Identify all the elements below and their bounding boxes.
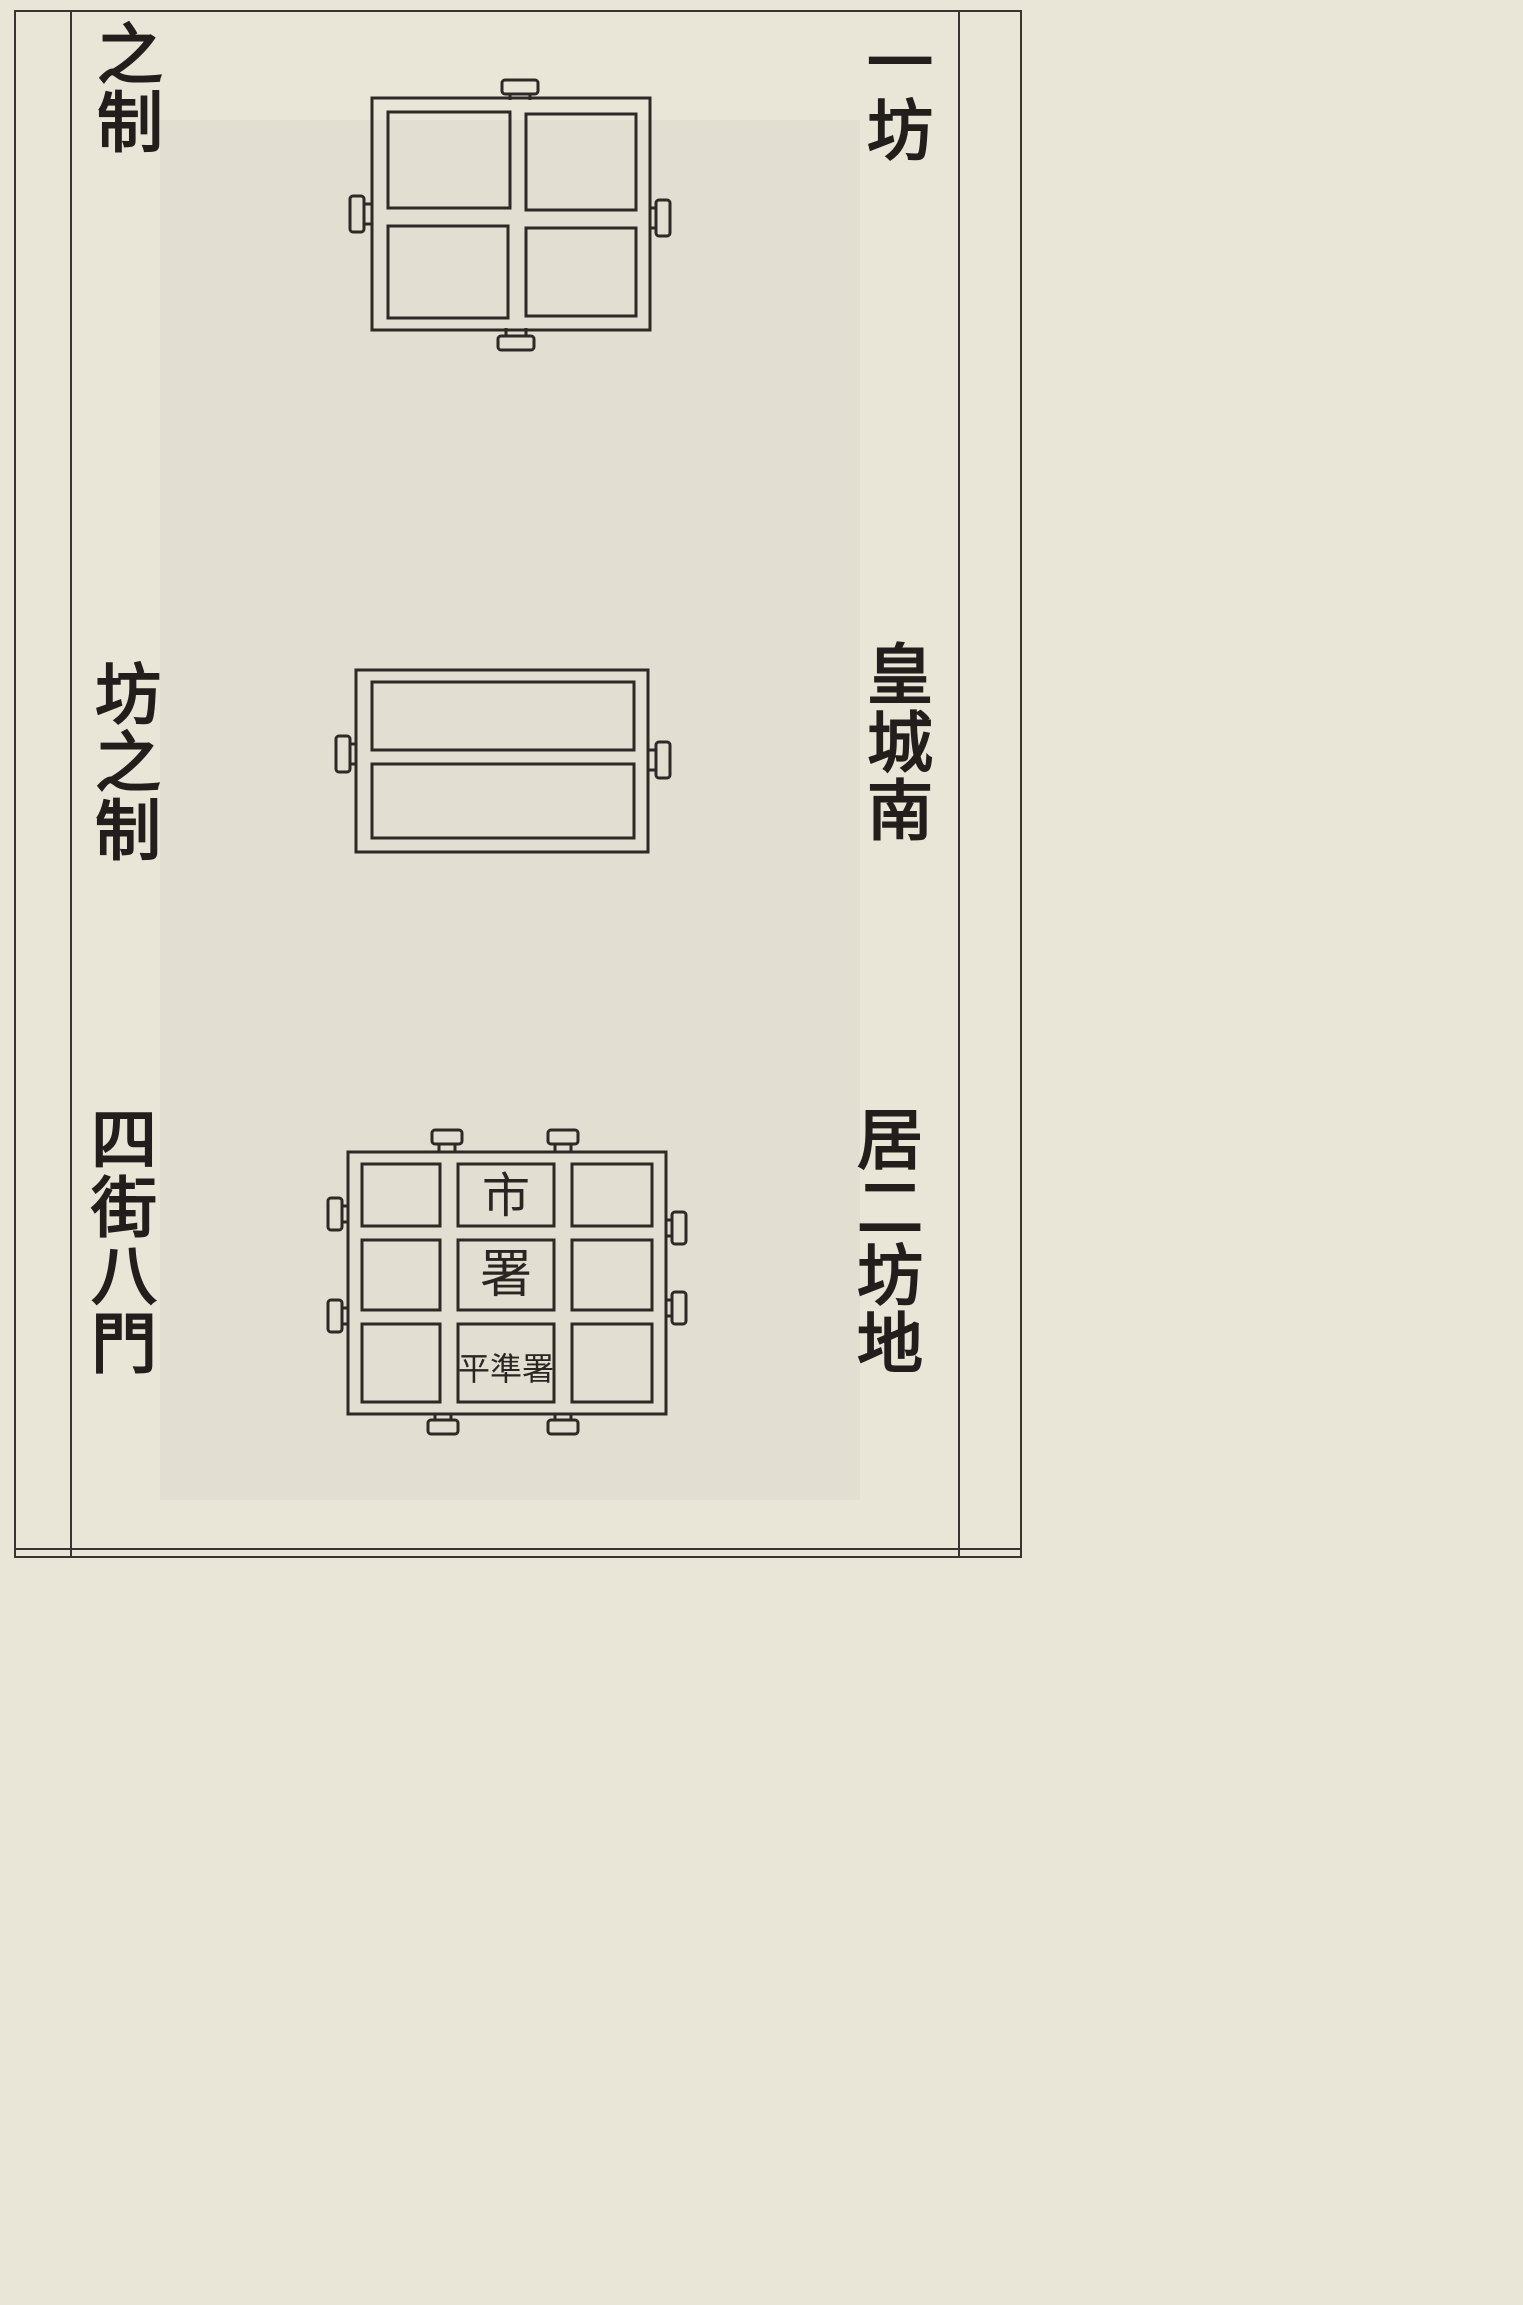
block-r1c1 (360, 1162, 442, 1228)
right-heading: 一坊 (856, 28, 934, 164)
block-r2c3 (570, 1238, 654, 1312)
bottom-rule (14, 1548, 1022, 1550)
gate-east-icon (648, 740, 672, 780)
gate-east-upper-icon (666, 1210, 688, 1246)
block-r1c2 (456, 1162, 556, 1228)
market-label-pingzhun-office: 平準署 (458, 1350, 554, 1388)
block-r3c1 (360, 1322, 442, 1404)
gate-south-icon (496, 328, 536, 352)
row-upper (370, 680, 636, 752)
gate-east-lower-icon (666, 1290, 688, 1326)
quadrant-top-right (524, 112, 638, 212)
block-r1c3 (570, 1162, 654, 1228)
gate-east-icon (650, 198, 672, 238)
gate-north-left-icon (430, 1128, 464, 1152)
market-outer-wall (346, 1150, 668, 1416)
gate-west-upper-icon (326, 1196, 348, 1232)
gate-north-icon (500, 78, 540, 100)
left-text-system: 之制 (86, 20, 164, 156)
block-r2c2 (456, 1238, 556, 1312)
quadrant-bottom-left (386, 224, 510, 320)
ward-diagram-four-quadrants (348, 78, 672, 352)
ward-outer-wall (354, 668, 650, 854)
gate-north-right-icon (546, 1128, 580, 1152)
quadrant-bottom-right (524, 226, 638, 318)
block-r3c2 (456, 1322, 556, 1404)
market-label-market: 市 (482, 1168, 530, 1224)
left-text-four-streets-eight-gates: 四街八門 (80, 1105, 158, 1377)
right-text-imperial-city: 皇城南 (856, 640, 934, 844)
block-r3c3 (570, 1322, 654, 1404)
ward-diagram-two-rows (334, 668, 672, 854)
gate-south-left-icon (426, 1414, 460, 1436)
row-lower (370, 762, 636, 840)
right-inner-rule (958, 10, 960, 1558)
gate-west-icon (334, 734, 356, 774)
right-text-two-wards: 居二坊地 (846, 1105, 924, 1377)
gate-west-icon (348, 194, 372, 234)
gate-west-lower-icon (326, 1298, 348, 1334)
page-outer-border (14, 10, 1022, 1558)
quadrant-top-left (386, 110, 512, 210)
market-diagram-nine-blocks: 市 署 平準署 (326, 1128, 688, 1436)
left-inner-rule (70, 10, 72, 1558)
left-text-ward-system: 坊之制 (84, 660, 162, 864)
block-r2c1 (360, 1238, 442, 1312)
book-page: 一坊 皇城南 居二坊地 之制 坊之制 四街八門 (0, 0, 1036, 1568)
market-label-office: 署 (480, 1245, 532, 1305)
gate-south-right-icon (546, 1414, 580, 1436)
